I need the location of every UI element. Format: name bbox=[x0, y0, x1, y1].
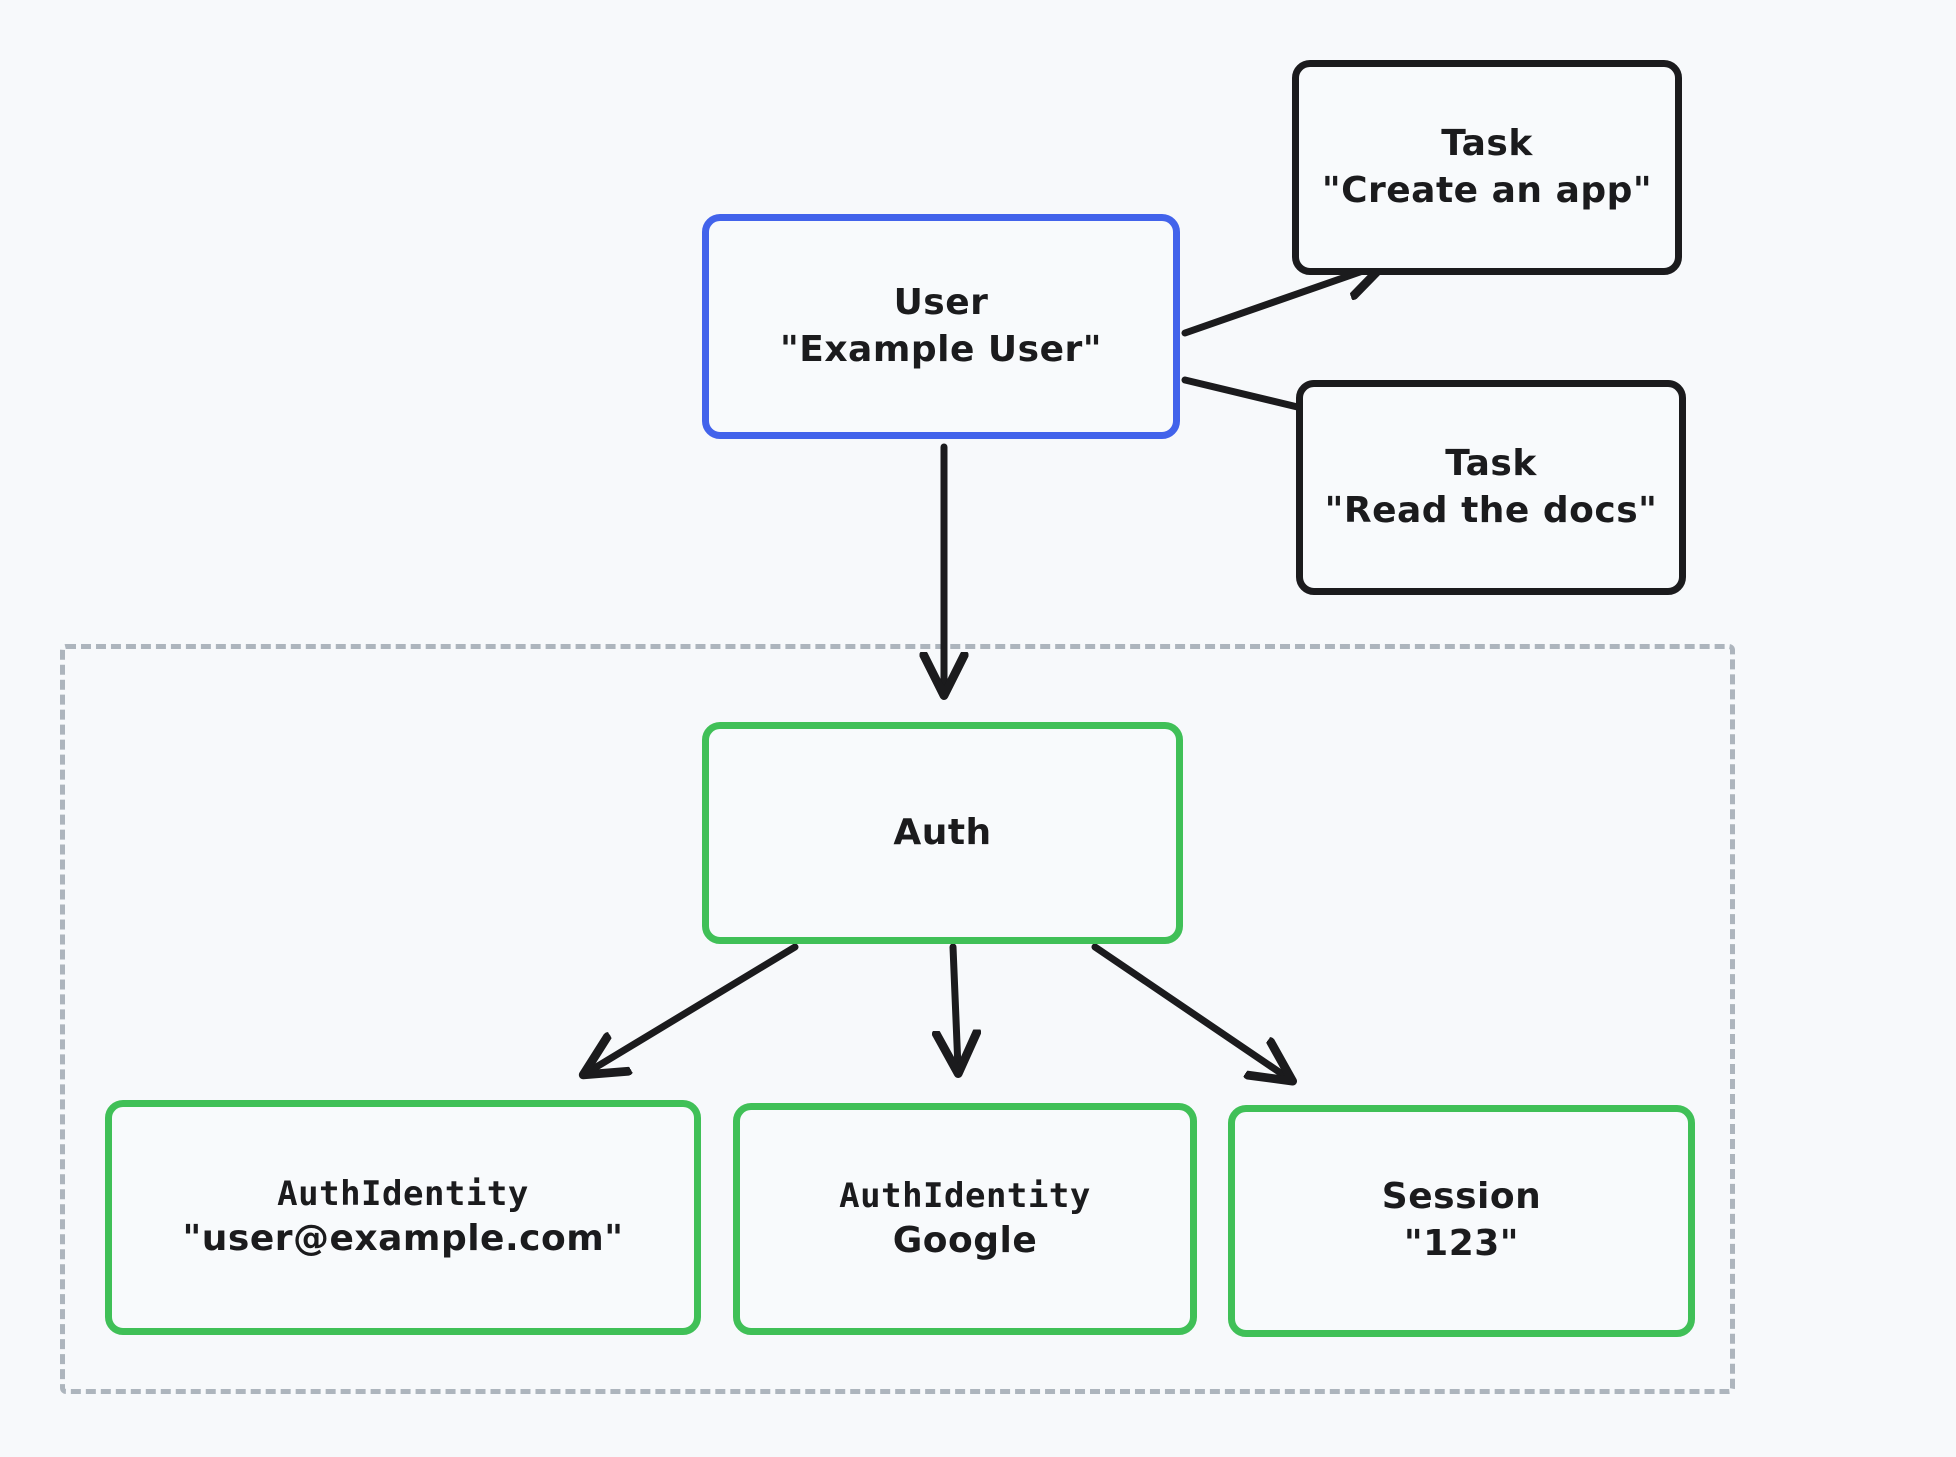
node-task-read-docs-subtitle: "Read the docs" bbox=[1324, 489, 1658, 531]
node-task-read-docs-title: Task bbox=[1445, 442, 1537, 484]
node-session[interactable]: Session "123" bbox=[1228, 1105, 1695, 1337]
node-auth-identity-google[interactable]: AuthIdentity Google bbox=[733, 1103, 1197, 1335]
node-task-create-app[interactable]: Task "Create an app" bbox=[1292, 60, 1682, 275]
node-user[interactable]: User "Example User" bbox=[702, 214, 1180, 439]
node-user-subtitle: "Example User" bbox=[779, 328, 1103, 370]
node-auth-identity-email-subtitle: "user@example.com" bbox=[182, 1218, 624, 1260]
node-session-subtitle: "123" bbox=[1403, 1223, 1520, 1264]
node-task-create-app-title: Task bbox=[1441, 122, 1533, 164]
node-user-title: User bbox=[893, 281, 989, 323]
node-session-title: Session bbox=[1381, 1176, 1542, 1218]
node-auth-identity-google-subtitle: Google bbox=[892, 1219, 1038, 1261]
node-task-read-docs[interactable]: Task "Read the docs" bbox=[1296, 380, 1686, 595]
node-auth-title: Auth bbox=[893, 811, 992, 853]
node-auth-identity-google-title: AuthIdentity bbox=[839, 1175, 1091, 1216]
node-task-create-app-subtitle: "Create an app" bbox=[1321, 169, 1653, 211]
node-auth[interactable]: Auth bbox=[702, 722, 1183, 944]
auth-group-container bbox=[60, 644, 1735, 1394]
node-auth-identity-email-title: AuthIdentity bbox=[277, 1174, 529, 1214]
node-auth-identity-email[interactable]: AuthIdentity "user@example.com" bbox=[105, 1100, 701, 1335]
edge-user-to-task-create-app bbox=[1181, 265, 1380, 337]
